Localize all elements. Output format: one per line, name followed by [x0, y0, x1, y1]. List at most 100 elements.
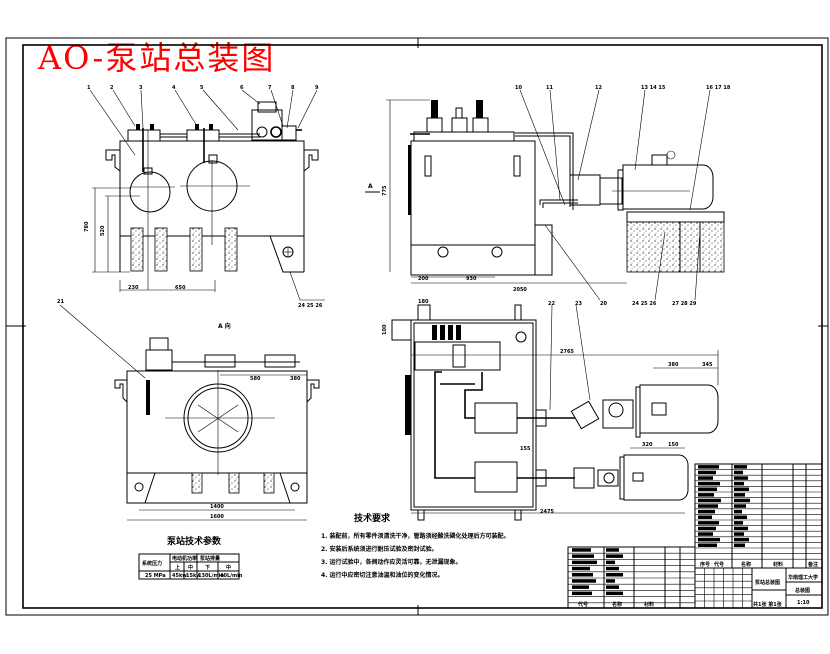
- bom-cell-text: [734, 465, 747, 469]
- param-value: 45kw: [172, 573, 187, 579]
- dim-a-top-a: 580: [250, 376, 261, 382]
- bom-cell-text: [572, 573, 593, 577]
- bom-cell-text: [606, 585, 619, 589]
- bom-cell-text: [572, 579, 596, 583]
- side-view: A 10 11 12 13 14 15 16 17 18 775 200 930…: [365, 85, 731, 307]
- bom-cell-text: [698, 498, 721, 503]
- bom-header: 序号: [699, 561, 710, 568]
- param-header-flow: 泵站排量: [200, 555, 220, 562]
- drawing-name: 泵站总装图: [755, 579, 780, 586]
- tech-item: 2. 安装后系统须进行耐压试验及密封试验。: [321, 545, 438, 553]
- param-sub: 中: [188, 564, 193, 571]
- item-number: 8: [291, 85, 295, 91]
- bom-cell-text: [698, 537, 720, 542]
- bom-cell-text: [734, 504, 746, 508]
- param-sub: 上: [175, 564, 180, 571]
- dim-plan-span: 2765: [560, 349, 574, 355]
- school-name: 华南理工大学: [788, 574, 818, 581]
- tech-heading: 技术要求: [354, 512, 391, 524]
- param-value: 40L/min: [220, 573, 243, 579]
- bom-cell-text: [606, 591, 623, 596]
- dim-a-inner: 1400: [210, 504, 224, 510]
- bom-cell-text: [606, 579, 615, 583]
- item-number: 2: [110, 85, 114, 91]
- plan-view: 180 100 2765 380 345 320 150 155 2475: [382, 299, 719, 521]
- item-number: 10: [515, 85, 522, 91]
- bom-cell-text: [572, 554, 594, 558]
- bom-cell-text: [606, 554, 623, 558]
- bom-cell-text: [734, 470, 743, 475]
- bom-cell-text: [698, 476, 713, 480]
- bom-cell-text: [698, 515, 712, 519]
- item-number: 21: [57, 299, 64, 305]
- bom-cell-text: [698, 521, 719, 525]
- param-header-pressure: 系统压力: [142, 560, 162, 567]
- bom-cell-text: [606, 573, 623, 577]
- pump-parameter-table: 泵站技术参数 系统压力 电动机功率 泵站排量 上 中 下 中 25 MPa 45…: [138, 535, 243, 580]
- bom-cell-text: [734, 532, 744, 536]
- bom-cell-text: [606, 548, 619, 552]
- param-value: 130L/min: [198, 573, 224, 579]
- bom-header: 备注: [807, 561, 818, 568]
- param-sub: 下: [205, 564, 210, 571]
- sheet-count: 共1张 第1张: [753, 601, 783, 608]
- dim-motor1-b: 345: [702, 362, 713, 368]
- bom-cell-text: [734, 493, 745, 497]
- bom-cell-text: [734, 487, 749, 491]
- param-heading: 泵站技术参数: [167, 535, 222, 547]
- scale: 1:10: [797, 600, 810, 606]
- dim-motor2-a: 320: [642, 442, 653, 448]
- item-number: 5: [200, 85, 204, 91]
- tech-item: 1. 装配前，所有零件须清洗干净，管路须经酸洗磷化处理后方可装配。: [321, 532, 510, 540]
- bom-header: 材料: [644, 601, 654, 608]
- param-value: 15kw: [186, 573, 201, 579]
- item-number: 12: [595, 85, 602, 91]
- bom-cell-text: [734, 498, 750, 503]
- bom-cell-text: [572, 548, 591, 552]
- bom-cell-text: [698, 509, 715, 514]
- bom-header: 名称: [741, 561, 751, 568]
- drawing-number: 总装图: [795, 587, 810, 594]
- param-sub: 中: [226, 564, 231, 571]
- bom-cell-text: [698, 481, 720, 486]
- item-number: 6: [240, 85, 244, 91]
- item-number: 4: [172, 85, 176, 91]
- bom-cell-text: [734, 543, 745, 547]
- view-a-marker: A: [368, 183, 373, 190]
- dim-side-a: 200: [418, 276, 429, 282]
- bom-cell-text: [572, 560, 597, 565]
- bom-cell-text: [572, 591, 592, 596]
- callout: 20: [600, 301, 607, 307]
- callout: 23: [575, 301, 582, 307]
- bom-cell-text: [734, 521, 743, 525]
- dim-motor2-b: 150: [668, 442, 679, 448]
- bom-cell-text: [606, 560, 615, 565]
- param-value: 25 MPa: [145, 573, 166, 579]
- front-bottom-callout: 24 25 26: [298, 303, 323, 309]
- sheet-border: [5, 37, 829, 616]
- bom-cell-text: [606, 566, 619, 571]
- bom-cell-text: [572, 585, 589, 589]
- front-view: 1 2 3 4 5 6 7 8 9 780 520 230 650 24 25 …: [84, 85, 325, 309]
- dim-plan-side: 100: [382, 324, 388, 335]
- technical-requirements: 技术要求 1. 装配前，所有零件须清洗干净，管路须经酸洗磷化处理后方可装配。 2…: [321, 512, 510, 579]
- bom-cell-text: [734, 509, 742, 514]
- item-number: 3: [139, 85, 143, 91]
- bom-cell-text: [734, 476, 748, 480]
- bom-cell-text: [734, 481, 744, 486]
- bom-cell-text: [572, 566, 590, 571]
- bom-header: 代号: [713, 561, 724, 568]
- item-number: 9: [315, 85, 319, 91]
- item-number: 1: [87, 85, 91, 91]
- tech-item: 4. 运行中应密切注意油温和油位的变化情况。: [321, 571, 444, 579]
- bom-header: 代号: [577, 601, 588, 608]
- bom-cell-text: [698, 504, 718, 508]
- item-number: 16 17 18: [706, 85, 731, 91]
- dim-a-total: 1600: [210, 514, 224, 520]
- dim-side-b: 930: [466, 276, 477, 282]
- dim-height-inner: 520: [100, 225, 106, 236]
- callout: 22: [548, 301, 555, 307]
- dim-side-height: 775: [382, 185, 388, 196]
- item-number: 11: [546, 85, 553, 91]
- dim-plan-top: 180: [418, 299, 429, 305]
